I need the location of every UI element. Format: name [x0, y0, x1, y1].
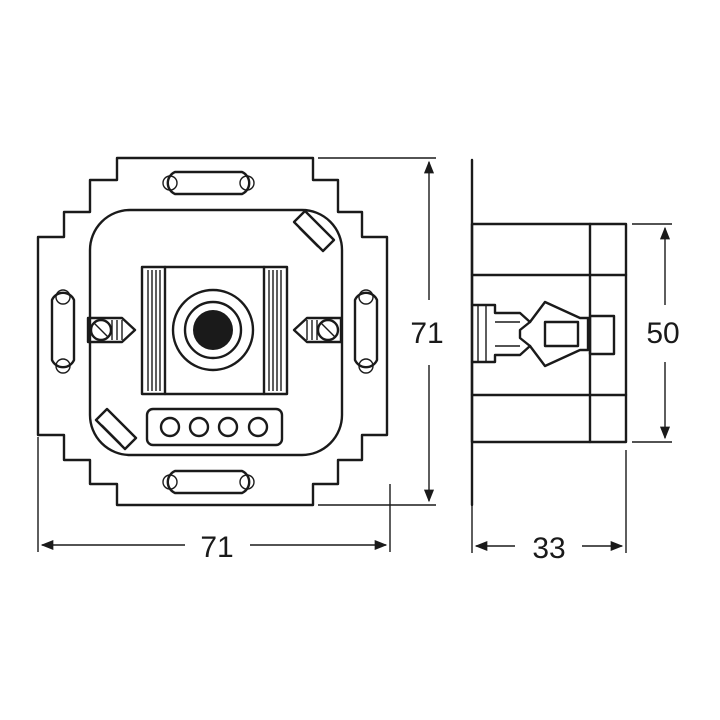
corner-clip-bottom-left — [94, 407, 138, 451]
terminal-screw-right — [292, 316, 343, 344]
slot-top — [166, 170, 251, 196]
front-view — [36, 156, 389, 507]
dim-front-width: 71 — [37, 437, 391, 564]
button-strip — [145, 407, 284, 447]
mounting-plate — [36, 156, 389, 507]
dim-label-side-depth: 33 — [532, 532, 565, 565]
indicator-4 — [247, 416, 269, 438]
indicator-3 — [217, 416, 239, 438]
module-ribs-right — [262, 265, 282, 396]
dim-front-height: 71 — [318, 157, 444, 506]
dim-label-side-height: 50 — [646, 317, 679, 350]
side-body — [470, 222, 628, 444]
central-module — [140, 265, 289, 396]
module-ribs-left — [147, 265, 167, 396]
dim-side-height: 50 — [632, 223, 680, 443]
dim-label-front-height: 71 — [410, 317, 443, 350]
dim-side-depth: 33 — [471, 450, 627, 565]
side-terminal — [470, 300, 616, 368]
shaft-outer-ring — [171, 288, 255, 372]
terminal-screw-left — [86, 316, 137, 344]
dim-label-front-width: 71 — [200, 531, 233, 564]
shaft-inner-ring — [183, 300, 243, 360]
indicator-1 — [159, 416, 181, 438]
side-view — [470, 158, 628, 507]
shaft-core — [193, 310, 233, 350]
indicator-2 — [188, 416, 210, 438]
slot-bottom — [166, 469, 251, 495]
corner-clip-top-right — [292, 209, 336, 253]
